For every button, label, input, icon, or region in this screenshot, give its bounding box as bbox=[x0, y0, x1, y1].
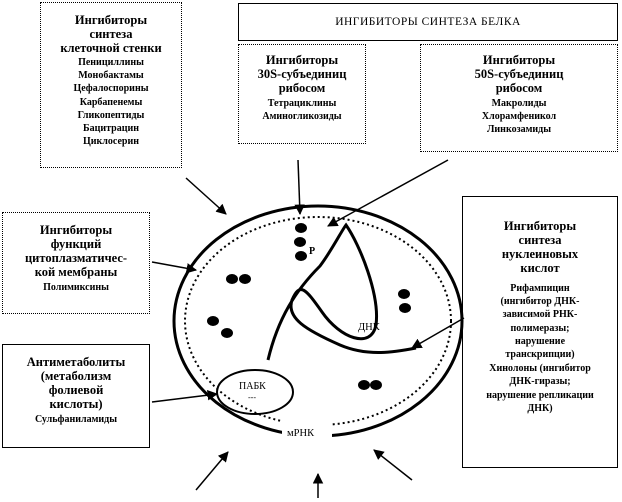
mrna-label: мРНК bbox=[287, 428, 315, 439]
ribosome bbox=[295, 223, 307, 233]
ribosome bbox=[358, 380, 370, 390]
paba-sublabel: --- bbox=[248, 393, 256, 402]
cell-wall-heading-3: клеточной стенки bbox=[60, 41, 162, 55]
quinolones-note-2: нарушение репликации bbox=[486, 389, 594, 401]
paba-oval bbox=[216, 369, 294, 415]
ribosome bbox=[399, 303, 411, 313]
antimetab-heading-1: Антиметаболиты bbox=[26, 355, 126, 369]
cell-wall-inhibitors-box: Ингибиторы синтеза клеточной стенки Пени… bbox=[40, 2, 182, 168]
ribosome-label: Р bbox=[309, 246, 316, 257]
nucleic-heading-1: Ингибиторы bbox=[503, 219, 577, 233]
ribosome bbox=[370, 380, 382, 390]
s50-heading-3: рибосом bbox=[495, 81, 543, 95]
membrane-heading-1: Ингибиторы bbox=[39, 223, 113, 237]
drug-bacitracin: Бацитрацин bbox=[82, 122, 139, 134]
arrow-bottom-right bbox=[373, 449, 413, 481]
membrane-inhibitors-box: Ингибиторы функций цитоплазматичес- кой … bbox=[2, 212, 150, 314]
drug-cycloserine: Циклосерин bbox=[83, 136, 139, 148]
ribosome bbox=[221, 328, 233, 338]
s50-heading-2: 50S-субъединиц bbox=[474, 67, 564, 81]
membrane-heading-2: функций bbox=[50, 237, 102, 251]
arrow-antimetab bbox=[151, 389, 219, 403]
drug-glycopeptides: Гликопептиды bbox=[77, 109, 145, 121]
nucleic-heading-3: нуклеиновых bbox=[501, 247, 579, 261]
nucleic-heading-4: кислот bbox=[520, 261, 560, 275]
rifampicin-note-2: зависимой РНК- bbox=[502, 309, 578, 321]
drug-tetracyclines: Тетрациклины bbox=[267, 98, 337, 109]
s30-heading-3: рибосом bbox=[278, 81, 326, 95]
ribosome bbox=[294, 237, 306, 247]
membrane-heading-4: кой мембраны bbox=[34, 265, 118, 279]
arrow-nucleic bbox=[411, 317, 465, 349]
ribosome bbox=[295, 251, 307, 261]
dna-label: ДНК bbox=[358, 322, 380, 333]
ribosome-group bbox=[207, 223, 411, 390]
protein-synthesis-title: ИНГИБИТОРЫ СИНТЕЗА БЕЛКА bbox=[238, 3, 618, 41]
rifampicin-note-1: (ингибитор ДНК- bbox=[500, 296, 580, 308]
rifampicin-note-3: полимеразы; bbox=[510, 322, 570, 334]
antimetab-heading-3: фолиевой bbox=[48, 383, 104, 397]
rifampicin-note-5: транскрипции) bbox=[505, 348, 575, 360]
ribosome bbox=[398, 289, 410, 299]
drug-quinolones: Хинолоны (ингибитор bbox=[489, 363, 591, 375]
arrow-cell-wall bbox=[185, 177, 227, 215]
ribosome-30s-inhibitors-box: Ингибиторы 30S-субъединиц рибосом Тетрац… bbox=[238, 44, 366, 144]
ribosome bbox=[239, 274, 251, 284]
ribosome-50s-inhibitors-box: Ингибиторы 50S-субъединиц рибосом Макрол… bbox=[420, 44, 618, 152]
s30-heading-1: Ингибиторы bbox=[265, 53, 339, 67]
drug-aminoglycosides: Аминогликозиды bbox=[262, 111, 342, 123]
drug-chloramphenicol: Хлорамфеникол bbox=[481, 111, 557, 123]
cytoplasmic-membrane-outline bbox=[184, 216, 452, 426]
s30-heading-2: 30S-субъединиц bbox=[257, 67, 347, 81]
ribosome bbox=[226, 274, 238, 284]
arrow-membrane bbox=[151, 261, 198, 274]
arrow-bottom-left bbox=[195, 451, 229, 491]
s50-heading-1: Ингибиторы bbox=[482, 53, 556, 67]
drug-lincosamides: Линкозамиды bbox=[486, 124, 552, 136]
drug-cephalosporins: Цефалоспорины bbox=[73, 83, 149, 95]
drug-carbapenems: Карбапенемы bbox=[79, 96, 143, 108]
drug-rifampicin: Рифампицин bbox=[510, 283, 570, 294]
antimetab-heading-4: кислоты) bbox=[49, 397, 103, 411]
drug-penicillins: Пенициллины bbox=[78, 57, 144, 68]
drug-polymyxins: Полимиксины bbox=[43, 282, 109, 293]
drug-monobactams: Монобактамы bbox=[78, 70, 144, 82]
arrow-50s bbox=[327, 159, 449, 227]
arrow-group bbox=[151, 159, 465, 498]
antimetabolites-box: Антиметаболиты (метаболизм фолиевой кисл… bbox=[2, 344, 150, 448]
drug-sulfonamides: Сульфаниламиды bbox=[34, 414, 118, 425]
nucleic-acid-inhibitors-box: Ингибиторы синтеза нуклеиновых кислот Ри… bbox=[462, 196, 618, 468]
rifampicin-note-4: нарушение bbox=[514, 335, 566, 347]
quinolones-note-3: ДНК) bbox=[527, 402, 553, 414]
membrane-heading-3: цитоплазматичес- bbox=[24, 251, 128, 265]
drug-macrolides: Макролиды bbox=[491, 98, 547, 109]
nucleic-heading-2: синтеза bbox=[518, 233, 562, 247]
arrow-30s bbox=[294, 159, 305, 216]
quinolones-note-1: ДНК-гиразы; bbox=[509, 376, 571, 388]
cell-wall-heading-2: синтеза bbox=[89, 27, 133, 41]
paba-label: ПАБК bbox=[239, 381, 266, 392]
ribosome bbox=[207, 316, 219, 326]
cell-wall-heading-1: Ингибиторы bbox=[74, 13, 148, 27]
antimetab-heading-2: (метаболизм bbox=[40, 369, 112, 383]
dna-strand bbox=[266, 222, 417, 361]
